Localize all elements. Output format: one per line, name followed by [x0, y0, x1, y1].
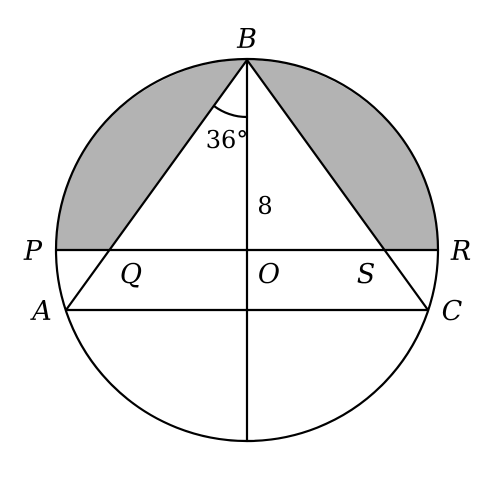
- angle-label: 36°: [206, 126, 249, 154]
- length-label: 8: [257, 192, 272, 220]
- shaded-region-right: [247, 60, 438, 250]
- label-b: B: [236, 24, 257, 55]
- label-s: S: [357, 259, 376, 290]
- label-p: P: [23, 236, 43, 267]
- side-bc: [245, 58, 430, 312]
- shaded-region-left: [56, 60, 247, 250]
- label-q: Q: [120, 259, 142, 290]
- label-o: O: [258, 259, 280, 290]
- label-a: A: [29, 296, 52, 327]
- label-c: C: [442, 296, 463, 327]
- label-r: R: [450, 236, 471, 267]
- angle-arc: [212, 104, 249, 119]
- side-ba: [64, 58, 249, 312]
